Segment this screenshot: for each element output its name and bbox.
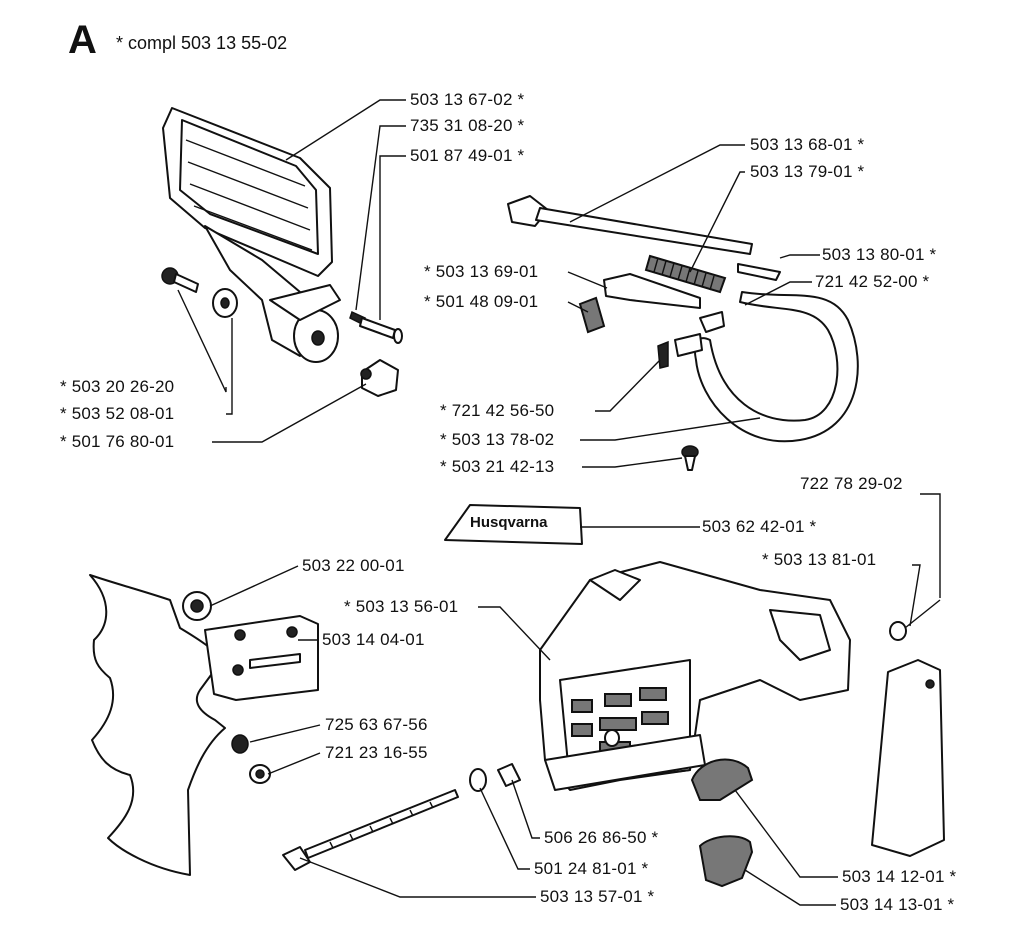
part-label: 503 13 79-01 * <box>750 162 865 181</box>
brake-spring <box>644 254 727 294</box>
part-label: 721 42 52-00 * <box>815 272 930 291</box>
knob-bottom <box>360 359 399 397</box>
part-label: 506 26 86-50 * <box>544 828 659 847</box>
part-label: 722 78 29-02 <box>800 474 903 493</box>
part-label: 725 63 67-56 <box>325 715 428 734</box>
knob-a <box>690 758 754 801</box>
part-label: 503 14 12-01 * <box>842 867 957 886</box>
part-label: 501 24 81-01 * <box>534 859 649 878</box>
part-label: * 721 42 56-50 <box>440 401 555 420</box>
tensioner-nut <box>497 763 521 787</box>
part-label: 735 31 08-20 * <box>410 116 525 135</box>
part-label: 721 23 16-55 <box>325 743 428 762</box>
brake-lever <box>578 273 725 334</box>
brake-rod <box>507 195 753 255</box>
part-label: * 503 20 26-20 <box>60 377 175 396</box>
part-label: * 503 21 42-13 <box>440 457 555 476</box>
tensioner-washer <box>469 768 487 792</box>
guard-screw <box>889 599 941 641</box>
part-label: 503 14 04-01 <box>322 630 425 649</box>
part-label: * 503 13 78-02 <box>440 430 555 449</box>
leader-lines <box>177 99 941 906</box>
screw-band <box>681 445 699 471</box>
decal-brand-text: Husqvarna <box>470 514 548 531</box>
small-screw-top <box>349 310 403 344</box>
brake-rivet <box>657 340 669 369</box>
brake-handle-guard <box>162 107 341 363</box>
left-bolt-and-washer <box>161 267 238 318</box>
part-label: 503 13 57-01 * <box>540 887 655 906</box>
assembly-part-number: * compl 503 13 55-02 <box>116 33 288 53</box>
guide-bar-end <box>89 574 226 876</box>
part-label: * 501 76 80-01 <box>60 432 175 451</box>
part-label: 503 13 68-01 * <box>750 135 865 154</box>
clutch-cover <box>539 561 851 791</box>
part-label: 503 14 13-01 * <box>840 895 955 914</box>
brake-pin <box>737 263 781 281</box>
part-label: * 501 48 09-01 <box>424 292 539 311</box>
bar-nut-upper <box>182 591 212 621</box>
part-label: 503 22 00-01 <box>302 556 405 575</box>
husqvarna-decal <box>444 504 583 545</box>
part-label: 503 13 80-01 * <box>822 245 937 264</box>
tensioner-screw <box>282 789 459 871</box>
bar-plate <box>204 615 319 701</box>
knob-b <box>698 835 754 888</box>
part-label: * 503 13 56-01 <box>344 597 459 616</box>
brake-band <box>674 291 859 443</box>
nut-small <box>231 734 271 784</box>
part-label: 503 62 42-01 * <box>702 517 817 536</box>
part-label: * 503 13 81-01 <box>762 550 877 569</box>
part-label: 503 13 67-02 * <box>410 90 525 109</box>
part-label: * 503 13 69-01 <box>424 262 539 281</box>
guard-plate <box>871 659 945 857</box>
part-label: * 503 52 08-01 <box>60 404 175 423</box>
part-label: 501 87 49-01 * <box>410 146 525 165</box>
section-letter: A <box>68 18 97 62</box>
